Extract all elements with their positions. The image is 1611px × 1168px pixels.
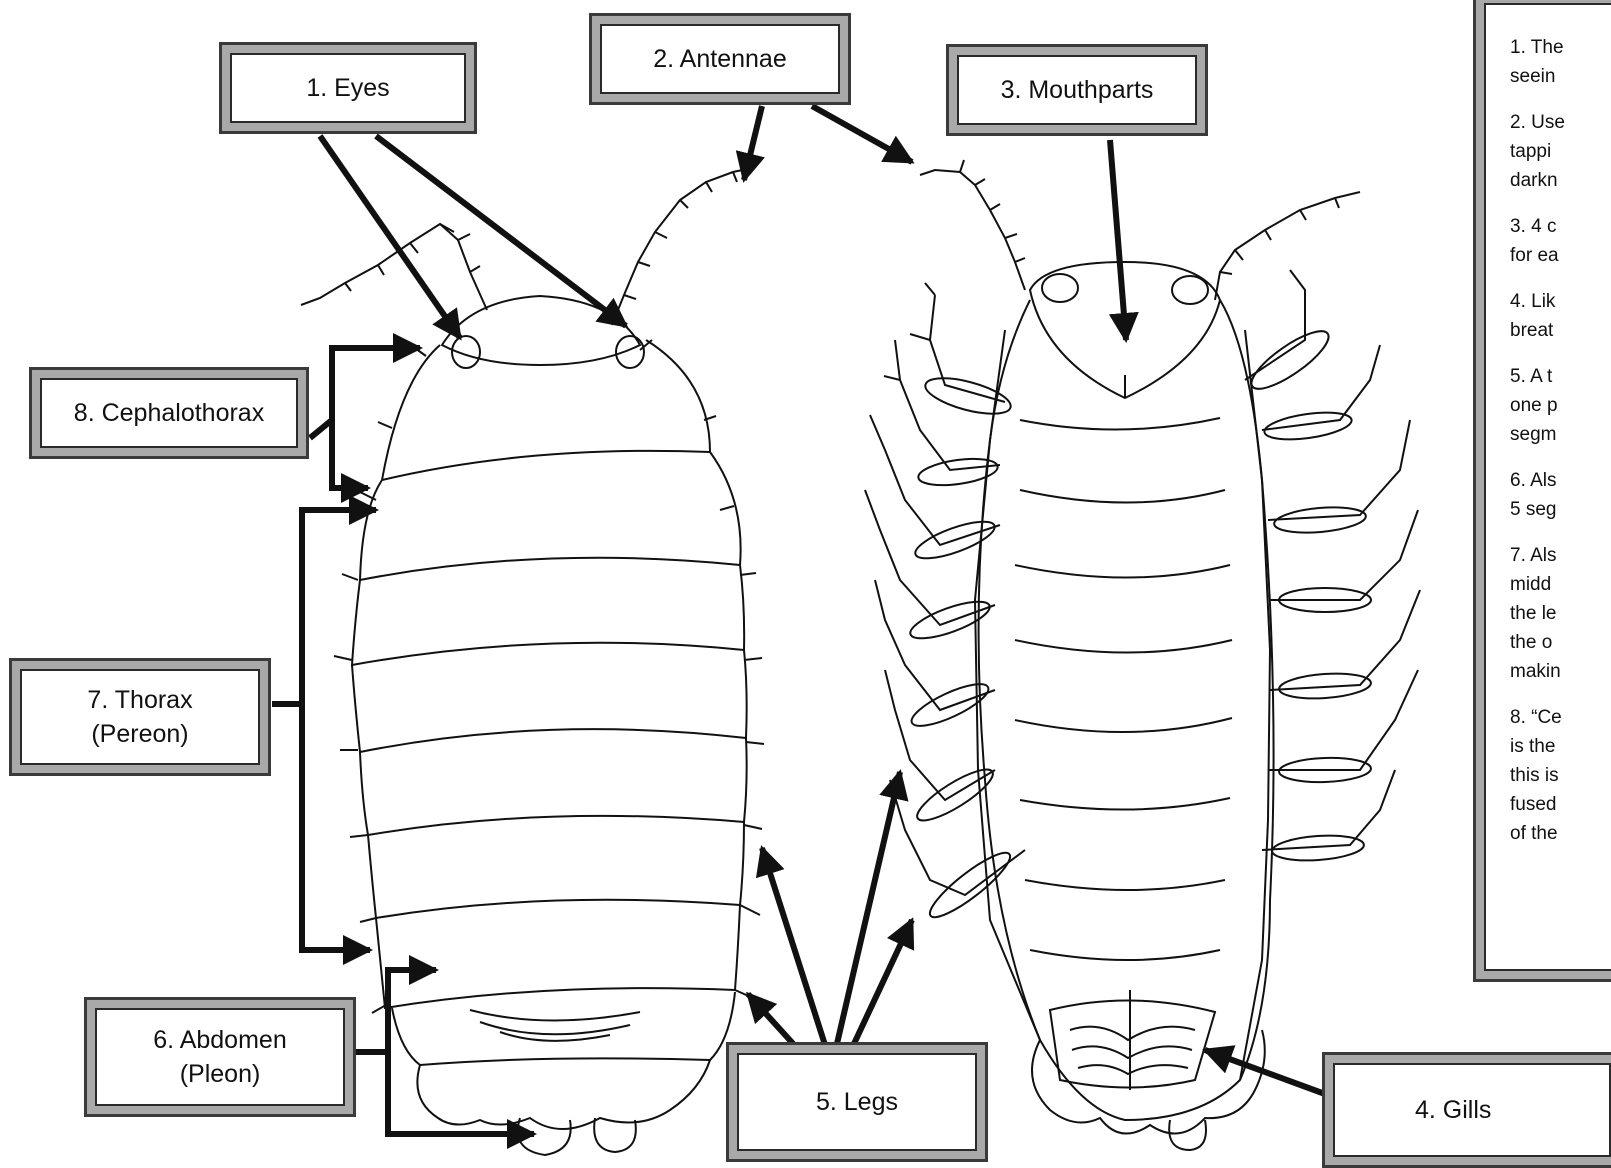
note-7-line: makin xyxy=(1510,657,1611,686)
note-6-line: 5 seg xyxy=(1510,495,1611,524)
bracket-cephalothorax xyxy=(310,348,420,438)
dorsal-pleon xyxy=(392,992,735,1065)
notes-panel: 1. The seein 2. Use tappi darkn 3. 4 c f… xyxy=(1473,0,1611,982)
bracket-abdomen xyxy=(356,970,436,1052)
note-5-line: segm xyxy=(1510,420,1611,449)
label-gills: 4. Gills xyxy=(1322,1052,1611,1168)
label-eyes-text: 1. Eyes xyxy=(306,71,389,105)
note-3-line: 3. 4 c xyxy=(1510,212,1611,241)
note-1-line: 1. The xyxy=(1510,33,1611,62)
label-cephalothorax-text: 8. Cephalothorax xyxy=(74,396,264,430)
note-1: 1. The seein xyxy=(1510,33,1611,91)
label-legs: 5. Legs xyxy=(726,1042,988,1162)
note-2: 2. Use tappi darkn xyxy=(1510,108,1611,195)
dorsal-antenna-left xyxy=(301,224,487,310)
label-antennae: 2. Antennae xyxy=(589,13,851,105)
note-4-line: 4. Lik xyxy=(1510,287,1611,316)
ventral-eye-right xyxy=(1172,276,1208,304)
dorsal-head xyxy=(442,296,640,365)
label-gills-text: 4. Gills xyxy=(1415,1093,1491,1127)
pointer-arrows xyxy=(272,106,1325,1134)
note-8-line: this is xyxy=(1510,761,1611,790)
note-7-line: the le xyxy=(1510,599,1611,628)
label-antennae-text: 2. Antennae xyxy=(653,42,786,76)
note-3-line: for ea xyxy=(1510,241,1611,270)
label-mouthparts: 3. Mouthparts xyxy=(946,44,1208,136)
dorsal-segment-3 xyxy=(352,650,747,752)
note-5: 5. A t one p segm xyxy=(1510,362,1611,449)
label-thorax-line-1: 7. Thorax xyxy=(87,683,192,717)
label-legs-text: 5. Legs xyxy=(816,1085,898,1119)
note-8-line: is the xyxy=(1510,732,1611,761)
ventral-legs-right xyxy=(1244,270,1420,863)
note-1-line: seein xyxy=(1510,62,1611,91)
note-2-line: tappi xyxy=(1510,137,1611,166)
note-7-line: the o xyxy=(1510,628,1611,657)
dorsal-segment-4 xyxy=(360,738,747,835)
note-8-line: of the xyxy=(1510,819,1611,848)
dorsal-isopod xyxy=(301,168,764,1155)
bracket-thorax xyxy=(272,510,376,704)
arrow-eyes-right xyxy=(376,136,626,326)
note-7: 7. Als midd the le the o makin xyxy=(1510,541,1611,686)
label-abdomen-line-2: (Pleon) xyxy=(180,1057,261,1091)
ventral-isopod xyxy=(865,160,1420,1150)
ventral-eye-left xyxy=(1042,274,1078,302)
note-8: 8. “Ce is the this is fused of the xyxy=(1510,703,1611,848)
note-6-line: 6. Als xyxy=(1510,466,1611,495)
note-6: 6. Als 5 seg xyxy=(1510,466,1611,524)
note-2-line: 2. Use xyxy=(1510,108,1611,137)
label-abdomen: 6. Abdomen (Pleon) xyxy=(84,997,356,1117)
dorsal-eye-right xyxy=(616,336,644,368)
note-2-line: darkn xyxy=(1510,166,1611,195)
dorsal-segment-5 xyxy=(368,822,744,918)
arrow-legs-3 xyxy=(836,772,900,1048)
arrow-mouthparts xyxy=(1110,140,1126,340)
dorsal-segment-1 xyxy=(360,452,741,580)
arrow-antennae-left xyxy=(744,106,762,180)
note-7-line: midd xyxy=(1510,570,1611,599)
note-8-line: 8. “Ce xyxy=(1510,703,1611,732)
note-5-line: one p xyxy=(1510,391,1611,420)
arrow-legs-1 xyxy=(748,994,797,1048)
dorsal-segment-2 xyxy=(352,565,744,665)
label-eyes: 1. Eyes xyxy=(219,42,477,134)
label-thorax: 7. Thorax (Pereon) xyxy=(9,658,271,776)
note-5-line: 5. A t xyxy=(1510,362,1611,391)
arrow-antennae-right xyxy=(812,106,912,162)
label-mouthparts-text: 3. Mouthparts xyxy=(1001,73,1154,107)
ventral-gills xyxy=(1050,990,1215,1090)
note-7-line: 7. Als xyxy=(1510,541,1611,570)
note-4-line: breat xyxy=(1510,316,1611,345)
note-3: 3. 4 c for ea xyxy=(1510,212,1611,270)
label-abdomen-line-1: 6. Abdomen xyxy=(153,1023,286,1057)
dorsal-segment-6 xyxy=(376,905,740,1008)
dorsal-antenna-right xyxy=(612,168,752,325)
label-cephalothorax: 8. Cephalothorax xyxy=(29,367,309,459)
arrow-eyes-left xyxy=(320,136,460,338)
ventral-antenna-left xyxy=(920,160,1025,290)
ventral-antenna-right xyxy=(1215,192,1360,300)
label-thorax-line-2: (Pereon) xyxy=(91,717,188,751)
note-8-line: fused xyxy=(1510,790,1611,819)
note-4: 4. Lik breat xyxy=(1510,287,1611,345)
